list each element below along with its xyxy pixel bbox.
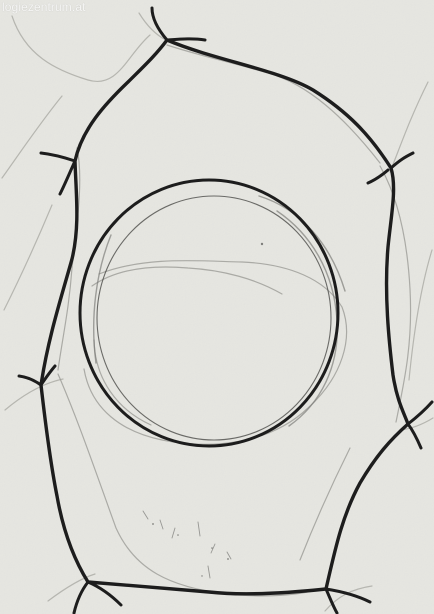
cytoplasm-dot-4 [227, 558, 229, 560]
cytoplasm-dot-1 [152, 523, 154, 525]
cytoplasm-dot-2 [177, 534, 179, 536]
cytoplasm-dot-5 [201, 575, 202, 576]
nucleus-dot-1 [261, 243, 263, 245]
top-junction-right-branch [167, 39, 205, 40]
